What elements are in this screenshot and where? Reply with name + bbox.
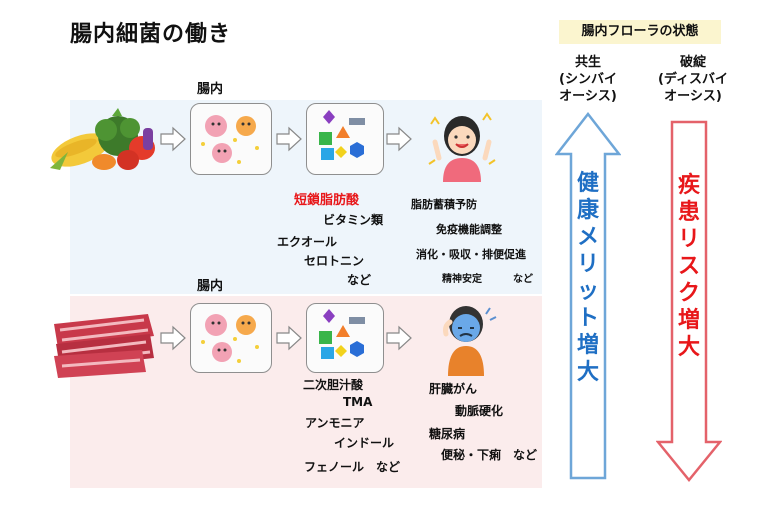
meat-icon: [54, 314, 154, 378]
flow-arrow-icon: [160, 126, 186, 152]
effect-item: 脂肪蓄積予防: [411, 198, 477, 211]
metabolite-item: TMA: [343, 395, 373, 409]
dysbiosis-label: 破綻 (ディスバイ オーシス): [648, 54, 738, 105]
metabolite-item: ビタミン類: [323, 213, 384, 227]
vegetables-icon: [50, 108, 155, 170]
dysbiosis-reading: (ディスバイ: [657, 72, 729, 87]
flow-arrow-icon: [276, 325, 302, 351]
symbiosis-reading-2: オーシス): [559, 89, 617, 104]
gut-bacteria-box-top: [190, 103, 272, 175]
gut-label-bottom: 腸内: [197, 279, 224, 294]
effect-item: 精神安定: [442, 274, 482, 285]
metabolite-item: 二次胆汁酸: [303, 378, 364, 392]
effect-item: 動脈硬化: [455, 404, 504, 418]
flow-arrow-icon: [276, 126, 302, 152]
effect-item: 便秘・下痢 など: [441, 448, 538, 462]
risk-down-arrow-icon: [656, 120, 722, 482]
risk-label: 疾患リスク増大: [677, 173, 700, 360]
benefit-up-arrow-icon: [555, 112, 621, 480]
metabolite-item: など: [347, 273, 372, 287]
metabolite-shapes-icon: [319, 110, 365, 160]
symbiosis-label: 共生 (シンバイ オーシス): [548, 54, 628, 105]
flow-arrow-icon: [386, 126, 412, 152]
effect-item: 糖尿病: [429, 427, 466, 441]
page-title: 腸内細菌の働き: [70, 22, 232, 47]
metabolite-item: エクオール: [277, 235, 338, 249]
happy-person-icon: [428, 112, 496, 182]
metabolite-item: セロトニン: [304, 254, 365, 268]
gut-label-top: 腸内: [197, 82, 224, 97]
flow-arrow-icon: [386, 325, 412, 351]
dysbiosis-name: 破綻: [679, 55, 706, 70]
sick-person-icon: [443, 306, 497, 376]
metabolite-item: インドール: [334, 436, 395, 450]
metabolite-shapes-icon: [319, 309, 365, 359]
bacteria-icon: [201, 314, 259, 363]
symbiosis-name: 共生: [574, 55, 601, 70]
benefit-label: 健康メリット増大: [576, 171, 599, 385]
symbiosis-reading: (シンバイ: [559, 72, 617, 87]
effect-item: 消化・吸収・排便促進: [416, 248, 526, 261]
effect-item: 免疫機能調整: [436, 223, 502, 236]
gut-bacteria-box-bottom: [190, 303, 272, 373]
effect-item: など: [513, 274, 533, 285]
flora-state-title: 腸内フローラの状態: [559, 20, 721, 44]
metabolite-short-chain-fatty-acid: 短鎖脂肪酸: [294, 193, 360, 208]
effect-item: 肝臓がん: [429, 382, 478, 396]
metabolite-item: フェノール など: [304, 460, 401, 474]
flow-arrow-icon: [160, 325, 186, 351]
dysbiosis-reading-2: オーシス): [664, 89, 722, 104]
bacteria-icon: [201, 115, 259, 164]
metabolite-item: アンモニア: [305, 416, 365, 430]
metabolites-box-bottom: [306, 303, 384, 373]
metabolites-box-top: [306, 103, 384, 175]
